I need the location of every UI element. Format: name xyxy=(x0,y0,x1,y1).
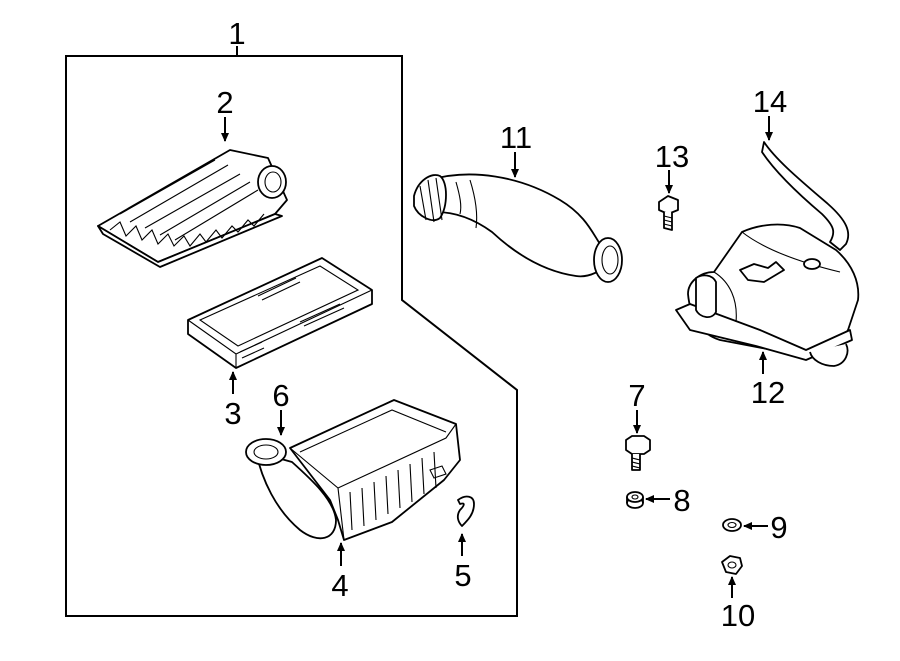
callout-1: 1 xyxy=(228,16,245,51)
callout-6: 6 xyxy=(272,378,289,413)
callout-4: 4 xyxy=(331,568,348,603)
callout-5: 5 xyxy=(454,558,471,593)
callout-11: 11 xyxy=(500,120,532,155)
callout-9: 9 xyxy=(770,510,787,545)
callout-12: 12 xyxy=(751,375,785,410)
hex-nut xyxy=(721,555,743,575)
washer xyxy=(722,518,742,532)
air-cleaner-lower-housing xyxy=(245,399,461,541)
callout-8: 8 xyxy=(673,483,690,518)
air-filter-element xyxy=(187,257,373,369)
push-pin-fastener xyxy=(625,435,651,471)
callout-7: 7 xyxy=(628,378,645,413)
callout-3: 3 xyxy=(224,396,241,431)
callout-13: 13 xyxy=(655,139,689,174)
assembly-outline xyxy=(65,55,518,617)
vent-hose xyxy=(761,141,850,251)
retaining-clip xyxy=(456,495,475,527)
resonator xyxy=(675,223,860,367)
callout-10: 10 xyxy=(721,598,755,633)
callout-14: 14 xyxy=(753,84,787,119)
air-cleaner-cover xyxy=(97,149,288,268)
air-intake-tube xyxy=(413,173,623,283)
grommet xyxy=(626,491,644,509)
bolt xyxy=(658,195,679,231)
callout-2: 2 xyxy=(216,85,233,120)
